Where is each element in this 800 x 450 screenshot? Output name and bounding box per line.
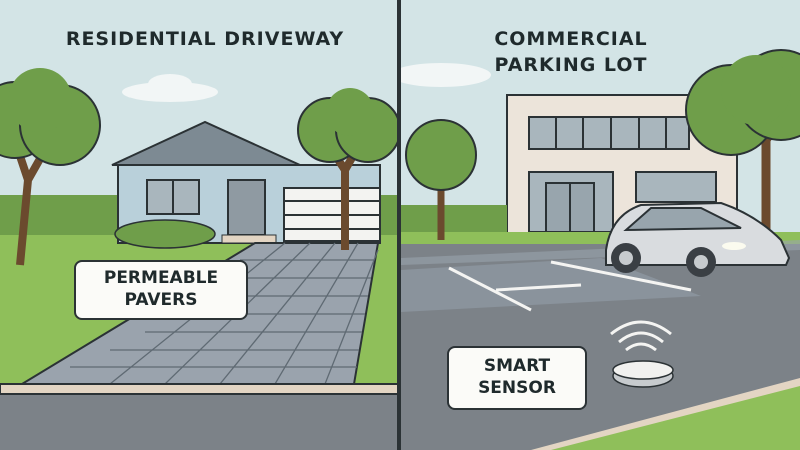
commercial-title-line1: COMMERCIAL xyxy=(494,28,648,50)
callout-line2: SENSOR xyxy=(478,378,556,398)
smart-sensor-callout: SMART SENSOR xyxy=(447,346,587,410)
commercial-scene xyxy=(401,0,800,450)
commercial-title: COMMERCIAL PARKING LOT xyxy=(461,26,681,78)
commercial-title-line2: PARKING LOT xyxy=(494,54,648,76)
residential-title: RESIDENTIAL DRIVEWAY xyxy=(65,28,345,50)
residential-scene xyxy=(0,0,398,450)
panel-divider xyxy=(397,0,401,450)
commercial-panel: COMMERCIAL PARKING LOT SMART SENSOR xyxy=(401,0,800,450)
callout-line1: PERMEABLE xyxy=(103,268,219,288)
callout-line1: SMART xyxy=(483,356,551,376)
callout-line2: PAVERS xyxy=(124,290,198,310)
permeable-pavers-callout: PERMEABLE PAVERS xyxy=(74,260,248,320)
residential-panel: RESIDENTIAL DRIVEWAY PERMEABLE PAVERS xyxy=(0,0,398,450)
